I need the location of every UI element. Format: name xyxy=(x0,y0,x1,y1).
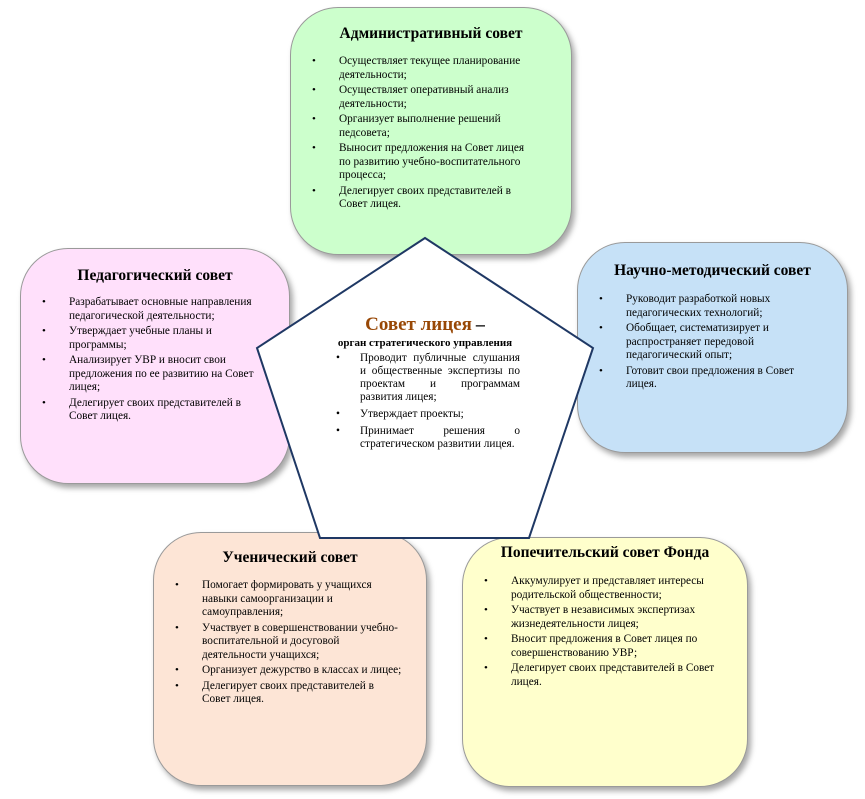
lyceum-council-title: Совет лицея xyxy=(365,314,472,335)
list-item: Принимает решения о стратегическом разви… xyxy=(336,425,520,451)
pedagogical-council-list: Разрабатывает основные направления педаг… xyxy=(21,296,264,424)
student-council-card: Ученический совет Помогает формировать у… xyxy=(153,532,427,786)
methodological-council-title: Научно-методический совет xyxy=(614,262,811,279)
list-item: Участвует в независимых экспертизах жизн… xyxy=(484,604,721,631)
list-item: Аккумулирует и представляет интересы род… xyxy=(484,575,721,602)
list-item: Помогает формировать у учащихся навыки с… xyxy=(175,579,402,620)
list-item: Осуществляет текущее планирование деятел… xyxy=(312,55,529,82)
list-item: Делегирует своих представителей в Совет … xyxy=(312,185,529,212)
list-item: Готовит свои предложения в Совет лицея. xyxy=(599,365,826,392)
trustees-council-card: Попечительский совет Фонда Аккумулирует … xyxy=(462,537,748,787)
methodological-council-card: Научно-методический совет Руководит разр… xyxy=(577,242,848,453)
list-item: Руководит разработкой новых педагогическ… xyxy=(599,293,826,320)
lyceum-council-block: Совет лицея – орган стратегического упра… xyxy=(330,315,520,455)
student-council-title: Ученический совет xyxy=(222,549,358,566)
lyceum-council-list: Проводит публичные слушания и общественн… xyxy=(330,352,520,451)
list-item: Участвует в совершенствовании учебно-вос… xyxy=(175,622,402,663)
list-item: Анализирует УВР и вносит свои предложени… xyxy=(42,354,264,395)
trustees-council-title: Попечительский совет Фонда xyxy=(500,544,710,561)
student-council-list: Помогает формировать у учащихся навыки с… xyxy=(154,579,402,707)
list-item: Выносит предложения на Совет лицея по ра… xyxy=(312,142,529,183)
pedagogical-council-title: Педагогический совет xyxy=(77,267,233,284)
list-item: Организует выполнение решений педсовета; xyxy=(312,113,529,140)
lyceum-council-heading: Совет лицея – xyxy=(330,315,520,335)
list-item: Делегирует своих представителей в Совет … xyxy=(175,680,402,707)
list-item: Утверждает учебные планы и программы; xyxy=(42,325,264,352)
pedagogical-council-card: Педагогический совет Разрабатывает основ… xyxy=(20,248,290,484)
methodological-council-list: Руководит разработкой новых педагогическ… xyxy=(578,293,826,392)
title-dash: – xyxy=(475,314,485,334)
list-item: Проводит публичные слушания и общественн… xyxy=(336,352,520,404)
admin-council-title: Административный совет xyxy=(339,25,523,42)
list-item: Обобщает, систематизирует и распространя… xyxy=(599,322,826,363)
list-item: Организует дежурство в классах и лицее; xyxy=(175,664,402,678)
list-item: Делегирует своих представителей в Совет … xyxy=(42,397,264,424)
list-item: Делегирует своих представителей в Совет … xyxy=(484,662,721,689)
list-item: Утверждает проекты; xyxy=(336,408,520,421)
list-item: Вносит предложения в Совет лицея по сове… xyxy=(484,633,721,660)
list-item: Разрабатывает основные направления педаг… xyxy=(42,296,264,323)
admin-council-list: Осуществляет текущее планирование деятел… xyxy=(291,55,529,212)
admin-council-card: Административный совет Осуществляет теку… xyxy=(290,7,572,255)
list-item: Осуществляет оперативный анализ деятельн… xyxy=(312,84,529,111)
trustees-council-list: Аккумулирует и представляет интересы род… xyxy=(463,575,721,689)
lyceum-council-subtitle: орган стратегического управления xyxy=(337,337,513,349)
